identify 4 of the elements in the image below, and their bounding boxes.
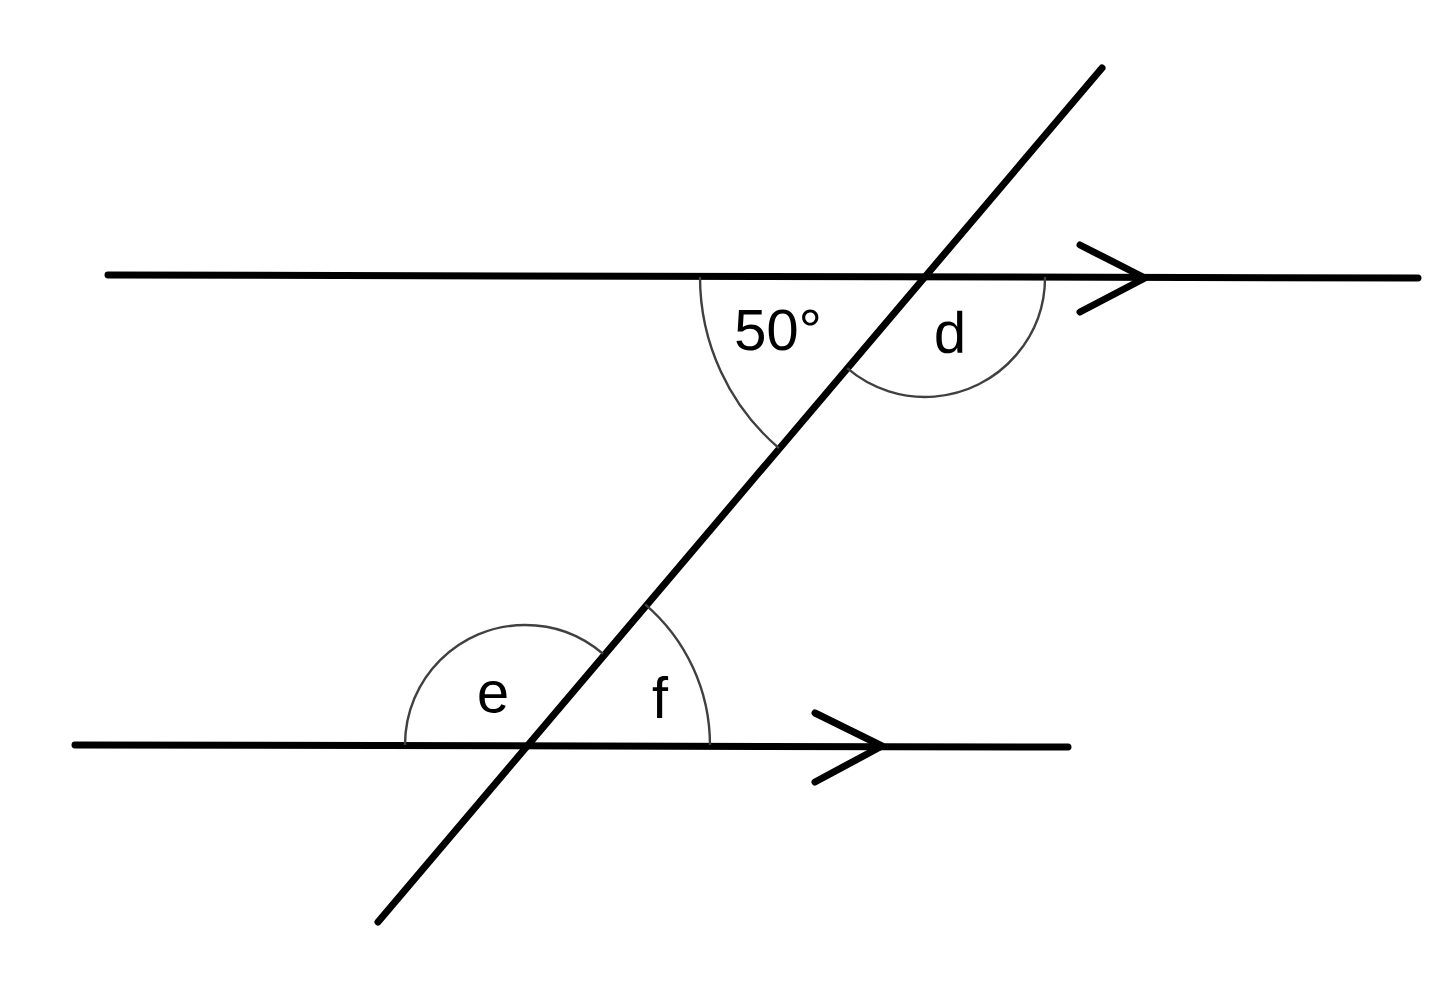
angle-label: f xyxy=(652,676,669,718)
angle-label: d xyxy=(936,310,963,354)
angle-label: 50° xyxy=(736,309,819,351)
angle-label: e xyxy=(479,681,507,713)
